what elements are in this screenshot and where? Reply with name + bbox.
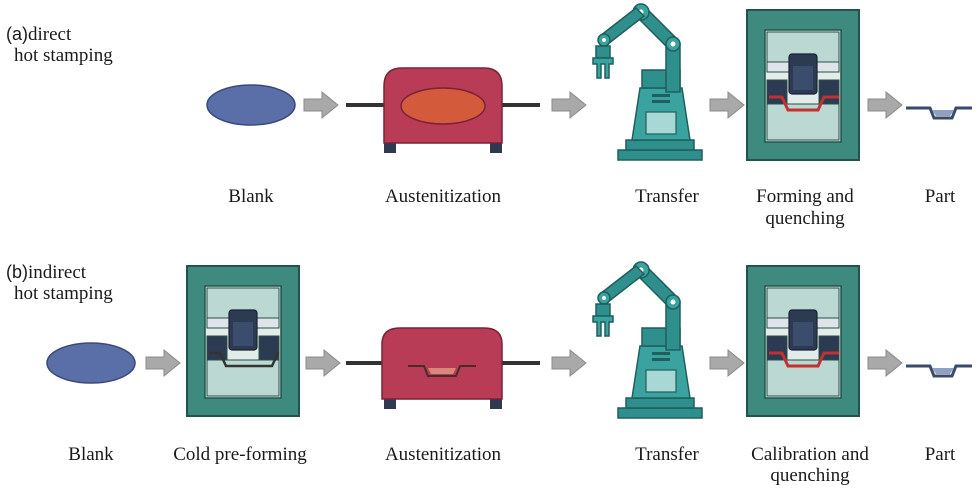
arrow-a2-icon [551,91,587,119]
arrow-b2-icon [305,349,341,377]
label-a-part: Part [924,186,956,207]
row-a-title-line1: direct [28,24,72,45]
label-a-blank: Blank [228,186,274,207]
arrow-a1-icon [303,91,339,119]
row-b-title-line1: indirect [28,262,87,283]
label-b-blank: Blank [68,444,114,465]
label-b-calibration-line1: Calibration and [751,444,869,465]
row-b-letter: (b) [6,262,28,282]
label-b-cold-preforming: Cold pre-forming [173,444,307,465]
label-b-austenitization: Austenitization [384,444,502,465]
row-a-letter: (a) [6,24,28,44]
arrow-a3-icon [709,91,745,119]
label-a-transfer: Transfer [635,186,699,207]
robot-b-icon [592,261,703,419]
part-a-icon [906,106,972,120]
label-b-calibration-line2: quenching [770,465,850,486]
furnace-a-icon [346,67,540,153]
label-a-forming-line1: Forming and [756,186,854,207]
arrow-a4-icon [867,91,903,119]
row-a-title-line2: hot stamping [14,45,113,66]
arrow-b4-icon [709,349,745,377]
row-a-title: (a)direct hot stamping [6,24,113,66]
press-calibration-icon [746,265,860,417]
arrow-b3-icon [551,349,587,377]
part-b-icon [906,364,972,378]
furnace-b-icon [346,327,540,409]
label-a-forming-line2: quenching [765,208,845,229]
label-a-austenitization: Austenitization [384,186,502,207]
arrow-b1-icon [145,349,181,377]
blank-b-icon [46,342,136,384]
label-b-transfer: Transfer [635,444,699,465]
arrow-b5-icon [867,349,903,377]
row-b-title: (b)indirect hot stamping [6,262,113,304]
blank-a-icon [206,84,296,126]
press-forming-a-icon [746,9,860,161]
robot-a-icon [592,3,703,161]
label-b-part: Part [924,444,956,465]
press-cold-preforming-icon [186,265,300,417]
row-b-title-line2: hot stamping [14,283,113,304]
